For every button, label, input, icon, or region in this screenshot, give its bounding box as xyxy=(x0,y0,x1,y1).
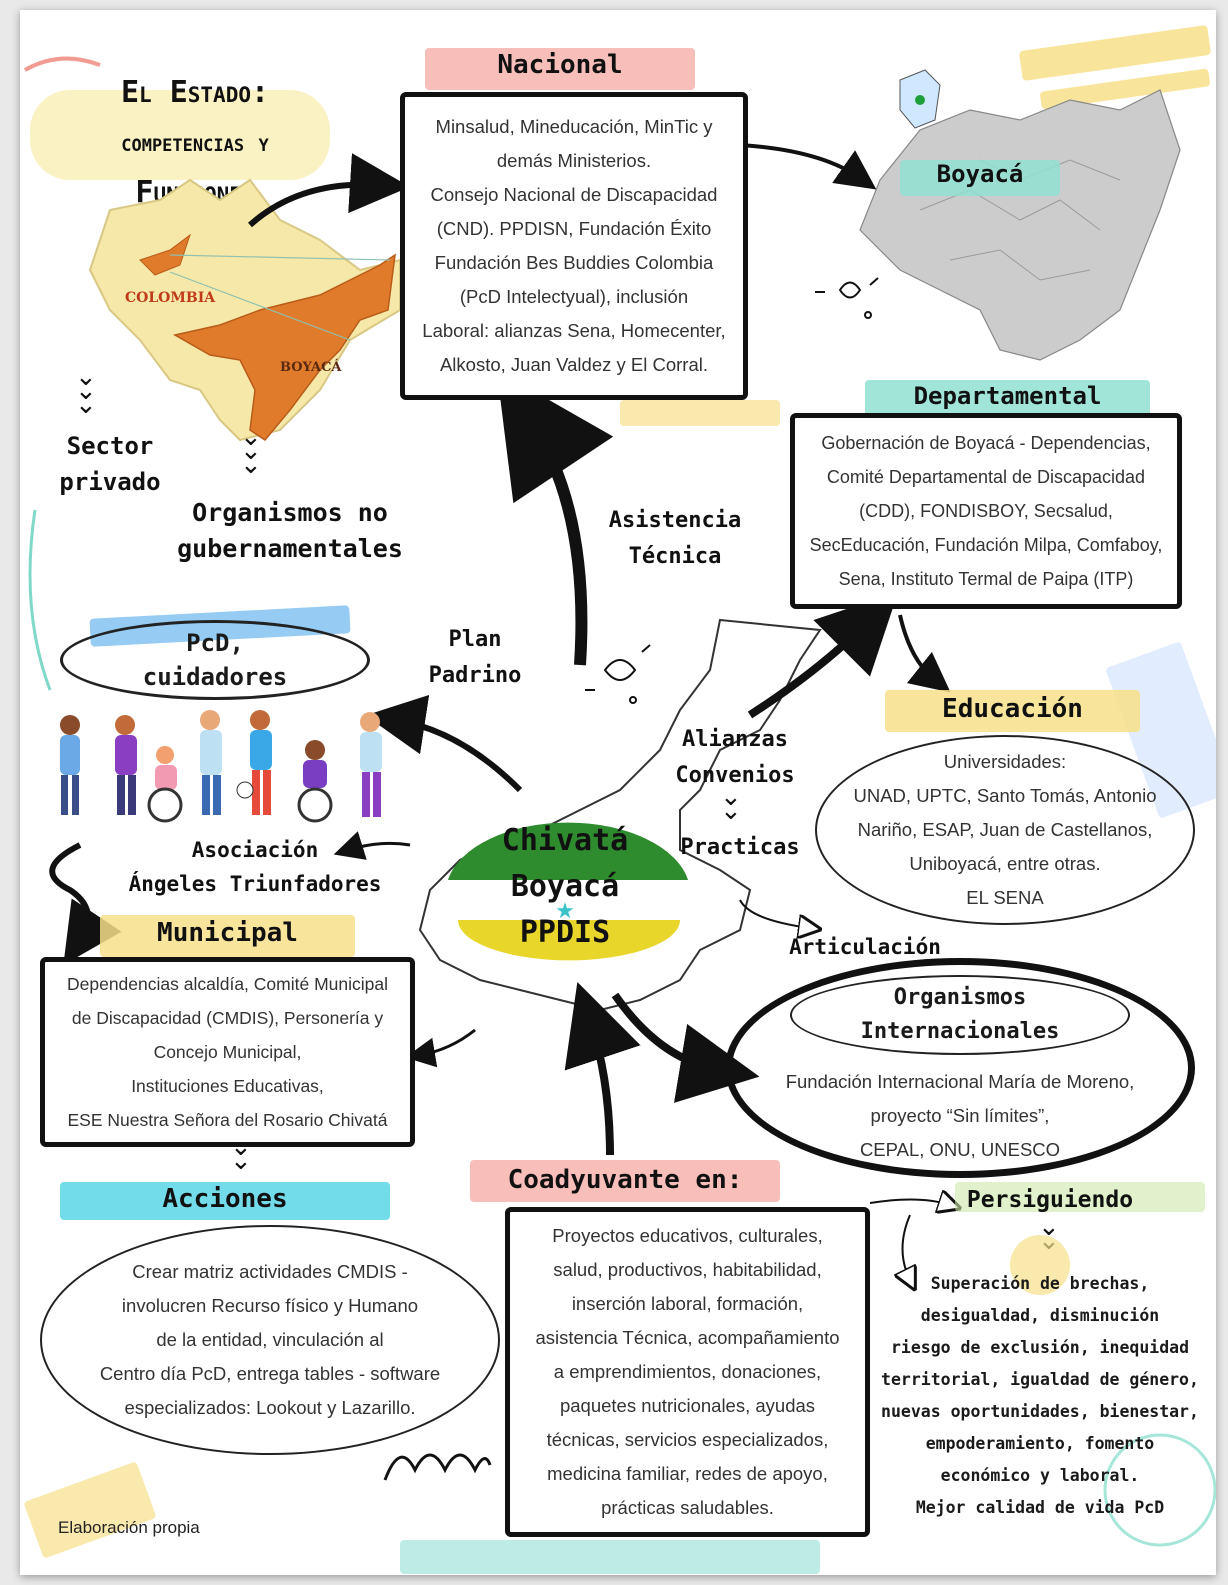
sector-privado-label: Sector privado xyxy=(59,432,161,496)
center-line-1: Chivatá xyxy=(501,823,629,858)
asociacion-label: Asociación Ángeles Triunfadores xyxy=(128,838,382,896)
acciones-heading-highlight xyxy=(60,1182,390,1220)
sparkle-icon-mid xyxy=(585,644,651,704)
arrow-center-to-municipal xyxy=(405,1028,476,1068)
internacionales-heading-2: Internacionales xyxy=(860,1019,1060,1044)
boyaca-map-label: BOYACÁ xyxy=(280,360,342,375)
arrow-coadyuvante-to-center xyxy=(564,982,641,1156)
departamental-heading: Departamental xyxy=(913,382,1102,410)
nacional-heading: Nacional xyxy=(497,50,623,80)
articulacion-label: Articulación xyxy=(789,935,941,959)
pcd-line-2: cuidadores xyxy=(142,663,288,691)
persiguiendo-heading: Persiguiendo xyxy=(966,1187,1134,1213)
people-illustration xyxy=(45,710,395,825)
pink-scribble-corner xyxy=(24,56,101,72)
boyaca-label-highlight xyxy=(900,160,1060,196)
arrow-persiguiendo-side xyxy=(903,1214,911,1280)
yellow-squiggle xyxy=(1010,1235,1070,1295)
plan-padrino-label: Plan Padrino xyxy=(428,627,522,688)
footer-credit: Elaboración propia xyxy=(58,1518,200,1537)
educacion-oval: Universidades:UNAD, UPTC, Santo Tomás, A… xyxy=(815,735,1195,925)
center-title: Chivatá Boyacá PPDIS xyxy=(440,818,690,956)
acciones-text: Crear matriz actividades CMDIS -involucr… xyxy=(99,1261,441,1418)
pcd-line-1: PcD, xyxy=(186,629,244,657)
arrow-center-to-nacional xyxy=(496,370,614,666)
boyaca-gray-map xyxy=(859,89,1181,361)
teal-brush-bottom xyxy=(400,1540,820,1574)
arrow-coadyuvante-to-persiguiendo xyxy=(869,1199,950,1205)
center-line-3: PPDIS xyxy=(519,915,611,950)
arrow-center-to-articulacion xyxy=(739,899,810,928)
educacion-heading-highlight xyxy=(885,690,1140,732)
colombia-map-label: COLOMBIA xyxy=(125,290,216,306)
boyaca-gray-map-label: Boyacá xyxy=(936,160,1024,188)
center-line-2: Boyacá xyxy=(510,869,620,904)
arrow-center-to-pcd xyxy=(365,694,523,793)
coadyuvante-heading-highlight xyxy=(470,1160,780,1202)
boyaca-small-highlight xyxy=(139,233,191,276)
diagram-graphics: ★ xyxy=(24,56,1216,1547)
departamental-box: Gobernación de Boyacá - Dependencias,Com… xyxy=(790,413,1182,609)
arrow-center-to-departamental xyxy=(747,591,899,719)
chevron-down-icon: ⌄⌄ xyxy=(720,782,742,826)
persiguiendo-heading-highlight xyxy=(955,1182,1205,1212)
arrow-loop-pcd-to-municipal xyxy=(49,842,122,965)
acciones-heading: Acciones xyxy=(162,1184,288,1214)
coadyuvante-text: Proyectos educativos, culturales,salud, … xyxy=(535,1225,840,1518)
internacionales-heading-oval: Organismos Internacionales xyxy=(790,975,1130,1055)
acciones-oval: Crear matriz actividades CMDIS -involucr… xyxy=(40,1225,500,1455)
asistencia-tecnica-label: Asistencia Técnica xyxy=(608,508,742,569)
arrow-departamental-to-educacion xyxy=(898,614,951,693)
alianzas-label: Alianzas Convenios xyxy=(675,727,795,788)
persiguiendo-text: Superación de brechas,desigualdad, dismi… xyxy=(881,1274,1199,1517)
educacion-text: Universidades:UNAD, UPTC, Santo Tomás, A… xyxy=(853,751,1157,908)
people-with-disabilities-illustration xyxy=(60,710,382,823)
teal-scribble xyxy=(1103,1433,1216,1547)
arrow-center-to-internacionales xyxy=(611,992,760,1103)
coadyuvante-heading: Coadyuvante en: xyxy=(507,1165,743,1195)
loop-scribble xyxy=(383,1453,492,1481)
yellow-brush-mid xyxy=(620,400,780,426)
mind-map-sheet: El Estado: competencias y Funciones ★ xyxy=(20,10,1216,1575)
sparkle-icon-top xyxy=(815,277,879,319)
internacionales-oval xyxy=(725,958,1195,1178)
title-line-2: competencias y xyxy=(121,129,269,157)
educacion-heading: Educación xyxy=(942,694,1083,724)
coadyuvante-box: Proyectos educativos, culturales,salud, … xyxy=(505,1207,870,1537)
yellow-brush-top-left xyxy=(30,90,330,180)
boyaca-map-shape xyxy=(172,253,396,441)
title-line-1: El Estado: xyxy=(120,75,270,110)
chevron-down-icon: ⌄⌄⌄ xyxy=(75,362,97,420)
ong-label: Organismos no gubernamentales xyxy=(177,498,403,563)
svg-text:★: ★ xyxy=(555,899,575,924)
pcd-oval: PcD, cuidadores xyxy=(60,620,370,700)
arrow-title-to-nacional xyxy=(247,153,410,228)
arrow-nacional-to-boyaca xyxy=(739,143,877,190)
chevron-down-icon: ⌄⌄⌄ xyxy=(240,422,262,480)
internacionales-heading-1: Organismos xyxy=(893,985,1027,1010)
nacional-heading-highlight xyxy=(425,48,695,90)
practicas-label: Practicas xyxy=(680,835,800,860)
municipal-heading: Municipal xyxy=(157,918,298,948)
departamental-text: Gobernación de Boyacá - Dependencias,Com… xyxy=(809,433,1163,589)
internacionales-text: Fundación Internacional María de Moreno,… xyxy=(785,1071,1135,1160)
arrow-center-to-asociacion xyxy=(333,831,411,860)
municipal-heading-highlight xyxy=(100,915,355,957)
